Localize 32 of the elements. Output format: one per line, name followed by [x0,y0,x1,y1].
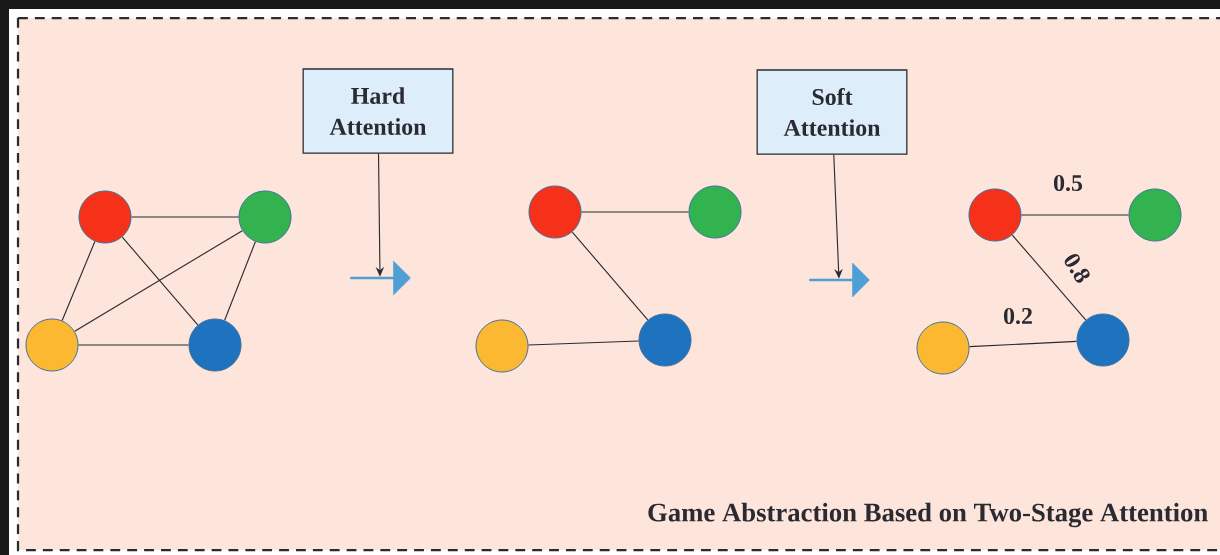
graph-node [78,190,132,244]
block-arrow [350,260,411,296]
graph-node [968,188,1022,242]
connector-line [77,344,190,346]
connector-line [121,236,199,326]
connector-line [571,231,649,321]
graph-node [1128,188,1182,242]
connector-line [224,241,256,321]
connector-line [1020,214,1130,216]
connector-line [580,211,690,213]
connector-line [74,230,243,332]
connector-line [968,340,1078,348]
caption: Game Abstraction Based on Two-Stage Attention [648,502,1208,528]
graph-node [188,318,242,372]
graph-node [638,313,692,367]
graph-node [238,190,292,244]
graph-node [25,318,79,372]
block-arrow [809,262,870,298]
edge-label: 0.5 [1054,174,1083,192]
attention-box: Hard Attention [302,68,454,154]
graph-node [1076,313,1130,367]
graph-node [475,319,529,373]
graph-node [688,185,742,239]
connector-line [1011,234,1087,321]
connector-line [527,340,640,346]
graph-node [528,185,582,239]
edge-label: 0.2 [1004,307,1032,325]
graph-node [916,321,970,375]
edge-label: 0.8 [1064,253,1090,283]
connector-line [61,240,96,322]
connector-line [130,216,240,218]
attention-box: Soft Attention [756,69,908,155]
